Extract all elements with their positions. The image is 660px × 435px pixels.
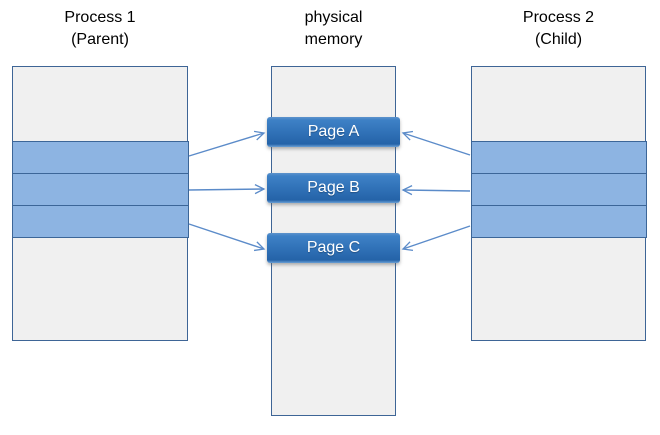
- arrow-child-to-page-b: [401, 185, 471, 196]
- child-address-space-box: [470, 66, 647, 341]
- child-shared-band-3: [470, 205, 647, 238]
- arrow-parent-to-page-a: [188, 130, 266, 157]
- arrow-parent-to-page-c: [188, 223, 266, 252]
- parent-shared-band-2: [11, 173, 189, 206]
- child-shared-band-1: [470, 141, 647, 174]
- child-title-line1: Process 2: [522, 9, 595, 26]
- parent-title-line1: Process 1: [64, 9, 136, 26]
- memory-title-line2: memory: [304, 31, 363, 48]
- child-shared-band-2: [470, 173, 647, 206]
- parent-address-space-box: [11, 66, 189, 341]
- arrow-child-to-page-c: [401, 225, 471, 251]
- child-shared-bands: [470, 141, 647, 238]
- parent-shared-band-3: [11, 205, 189, 238]
- child-process-title: Process 2 (Child): [471, 7, 646, 51]
- parent-shared-bands: [11, 141, 189, 238]
- page-a-bar: Page A: [267, 117, 400, 147]
- arrow-child-to-page-a: [401, 130, 471, 156]
- parent-process-title: Process 1 (Parent): [12, 7, 188, 51]
- parent-shared-band-1: [11, 141, 189, 174]
- page-b-bar: Page B: [267, 173, 400, 203]
- physical-memory-title: physical memory: [271, 7, 396, 51]
- parent-title-line2: (Parent): [71, 31, 129, 48]
- page-c-bar: Page C: [267, 233, 400, 263]
- arrow-parent-to-page-b: [188, 184, 266, 195]
- memory-title-line1: physical: [304, 9, 363, 26]
- child-title-line2: (Child): [534, 31, 583, 48]
